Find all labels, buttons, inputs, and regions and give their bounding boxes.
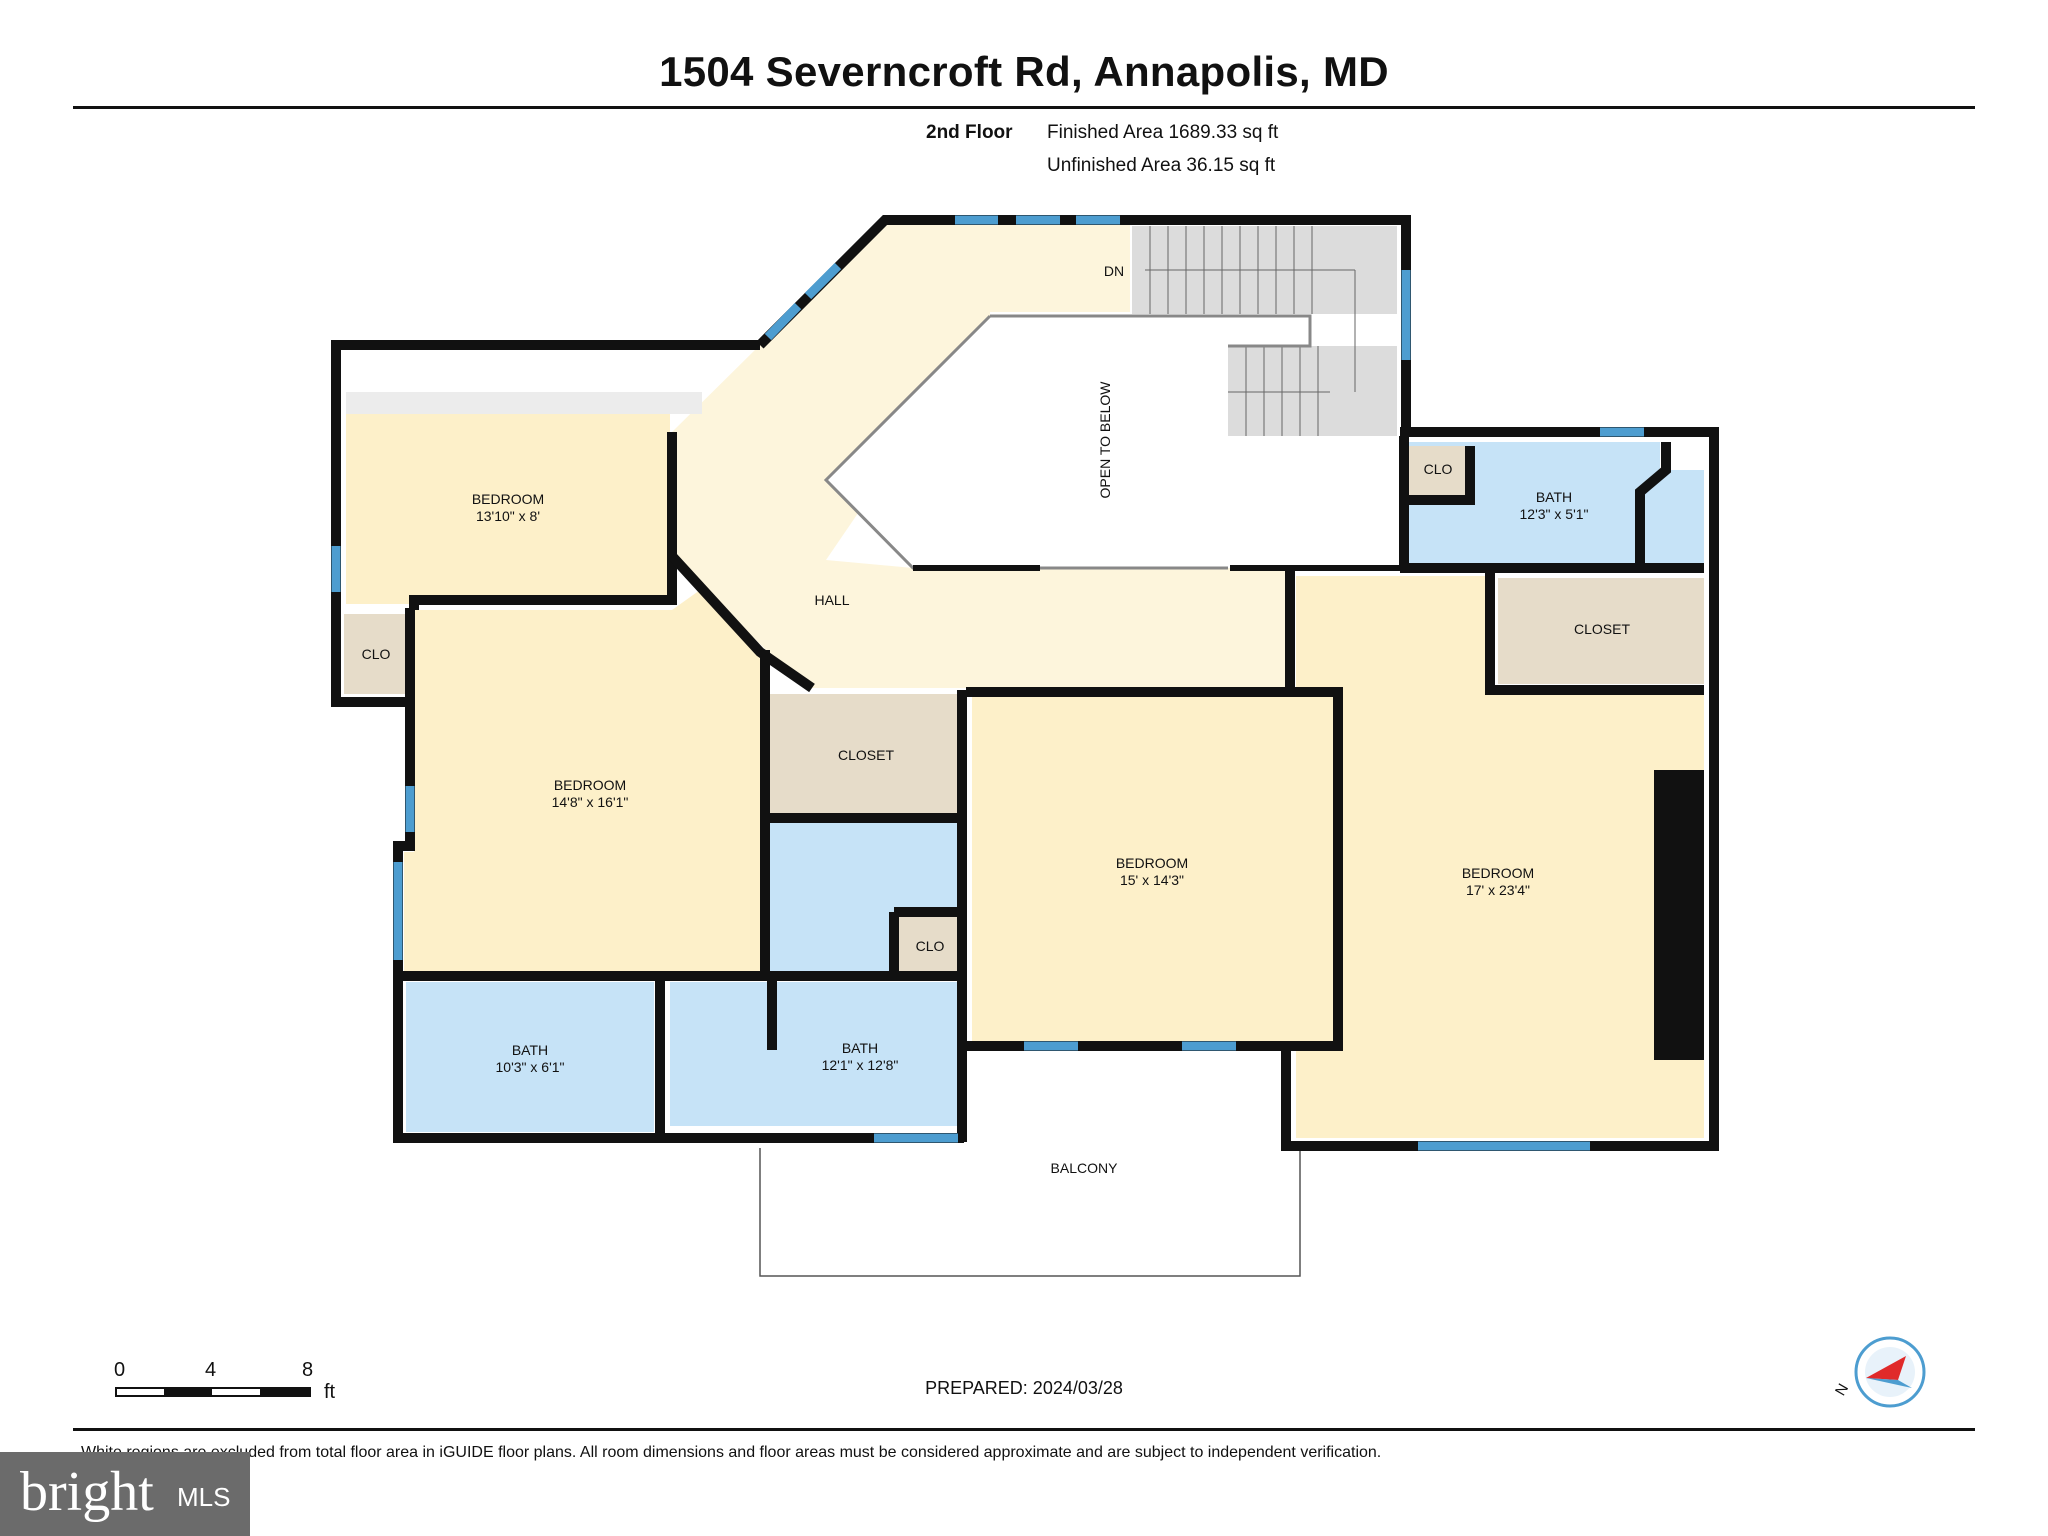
scale-tick-4: 4 [205, 1359, 217, 1381]
bedroom-e-area [1296, 576, 1704, 1138]
fireplace [1654, 770, 1704, 1060]
clo-c-label: CLO [916, 938, 945, 954]
scale-tick-0: 0 [114, 1359, 126, 1381]
bedroom-e-name: BEDROOM [1462, 865, 1534, 881]
open-to-below-label: OPEN TO BELOW [1097, 381, 1113, 499]
balcony-label: BALCONY [1051, 1160, 1119, 1176]
bath-ne-name: BATH [1536, 489, 1572, 505]
compass [1854, 1336, 1926, 1408]
closet-e-area [1498, 578, 1704, 684]
stair-treads [1145, 226, 1356, 436]
stairs-lower [1228, 346, 1397, 436]
bright-mls-badge: bright MLS [0, 1452, 250, 1536]
floor-name: 2nd Floor [926, 122, 1013, 143]
title-rule [73, 106, 1975, 109]
scale-tick-8: 8 [302, 1359, 314, 1381]
bath-s-area [670, 982, 964, 1126]
dn-label: DN [1104, 263, 1124, 279]
bath-sw-dims: 10'3" x 6'1" [496, 1059, 565, 1075]
bedroom-e-dims: 17' x 23'4" [1466, 882, 1530, 898]
bath-ne-dims: 12'3" x 5'1" [1520, 506, 1589, 522]
clo-w-label: CLO [362, 646, 391, 662]
hall-area [672, 220, 1290, 688]
closet-e-label: CLOSET [1574, 621, 1630, 637]
bedroom-nw-area [346, 414, 670, 604]
badge-suffix: MLS [177, 1482, 231, 1512]
footer-rule [73, 1428, 1975, 1431]
bath-s-dims: 12'1" x 12'8" [822, 1057, 899, 1073]
clo-ne-label: CLO [1424, 461, 1453, 477]
bedroom-w-area [404, 590, 762, 972]
bedroom-w-dims: 14'8" x 16'1" [552, 794, 629, 810]
unfinished-area: Unfinished Area 36.15 sq ft [1047, 155, 1276, 176]
bath-s-name: BATH [842, 1040, 878, 1056]
open-railing [823, 314, 1228, 570]
bedroom-nw-dims: 13'10" x 8' [476, 508, 540, 524]
bath-sw-area [406, 982, 654, 1132]
bath-sw-name: BATH [512, 1042, 548, 1058]
clo-ne-area [1406, 446, 1468, 498]
scale-unit: ft [324, 1381, 336, 1403]
balcony-outline [759, 1148, 1301, 1277]
bedroom-nw-closet-strip [346, 392, 702, 414]
disclaimer: White regions are excluded from total fl… [81, 1444, 1382, 1461]
hall-railing [990, 314, 1312, 348]
bedroom-nw-name: BEDROOM [472, 491, 544, 507]
bedroom-c-dims: 15' x 14'3" [1120, 872, 1184, 888]
bedroom-c-area [972, 696, 1334, 1042]
bedroom-c-name: BEDROOM [1116, 855, 1188, 871]
clo-w-area [344, 614, 410, 694]
clo-c-area [898, 916, 962, 972]
badge-brand: bright [20, 1461, 154, 1523]
prepared-date: PREPARED: 2024/03/28 [925, 1378, 1123, 1398]
closet-c-label: CLOSET [838, 747, 894, 763]
windows [331, 215, 1644, 1151]
hall-label: HALL [814, 592, 849, 608]
closet-c-area [770, 694, 962, 816]
scale-bar [115, 1387, 311, 1397]
bedroom-w-name: BEDROOM [554, 777, 626, 793]
finished-area: Finished Area 1689.33 sq ft [1047, 122, 1279, 143]
plan-title: 1504 Severncroft Rd, Annapolis, MD [659, 48, 1389, 95]
